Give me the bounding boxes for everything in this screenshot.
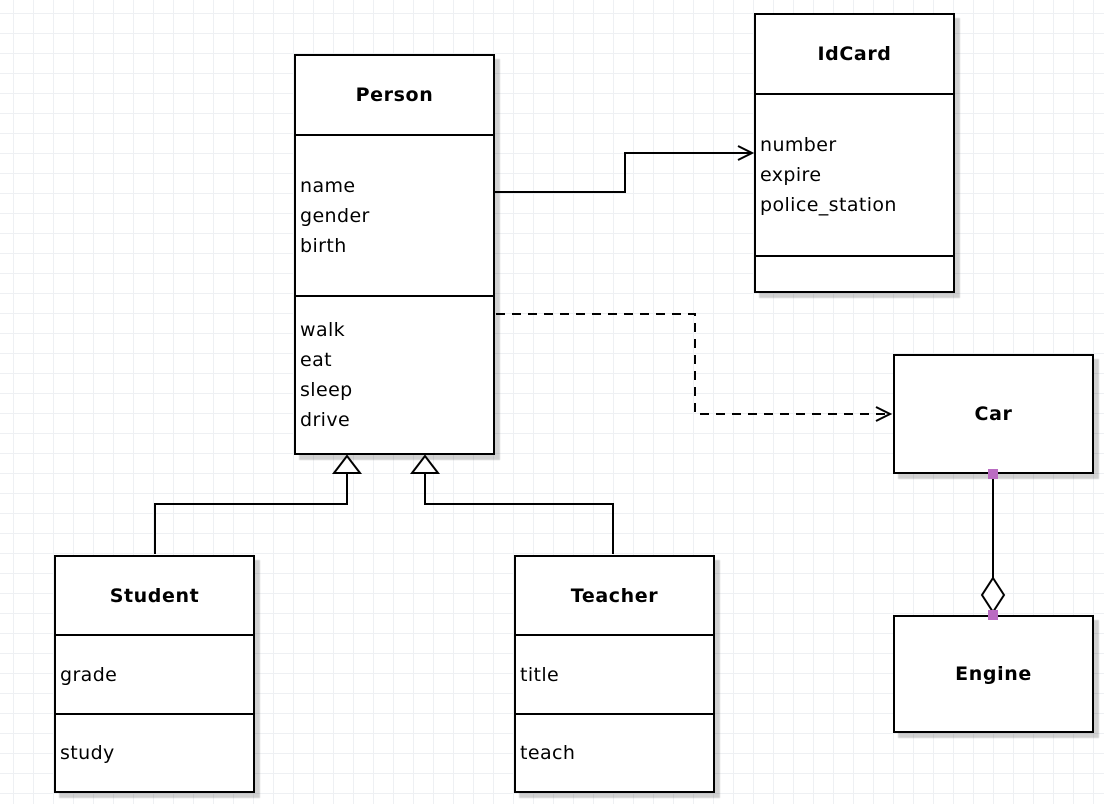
- attribute: gender: [300, 204, 370, 227]
- methods-section: teach: [516, 715, 713, 791]
- class-idcard[interactable]: IdCard number expire police_station: [754, 13, 955, 293]
- open-arrowhead-icon: [737, 145, 755, 161]
- edge-association-person-idcard[interactable]: [495, 145, 755, 193]
- class-engine[interactable]: Engine: [893, 615, 1094, 733]
- class-person[interactable]: Person name gender birth walk eat sleep …: [294, 54, 495, 455]
- class-car[interactable]: Car: [893, 354, 1094, 474]
- edge-line[interactable]: [496, 313, 889, 415]
- edge-generalization-student-person[interactable]: [154, 454, 363, 554]
- attribute: name: [300, 174, 356, 197]
- attribute: birth: [300, 234, 347, 257]
- methods-section: study: [56, 715, 253, 791]
- open-arrowhead-icon: [875, 406, 893, 422]
- attribute: title: [520, 663, 560, 686]
- method: eat: [300, 349, 332, 371]
- hollow-diamond-icon: [980, 576, 1006, 614]
- hollow-triangle-icon: [409, 454, 441, 474]
- edge-line[interactable]: [495, 152, 751, 193]
- attribute: grade: [60, 663, 118, 686]
- class-teacher[interactable]: Teacher title teach: [514, 555, 715, 793]
- methods-section: [756, 257, 953, 291]
- methods-section: walk eat sleep drive: [296, 297, 493, 453]
- class-title: Teacher: [516, 557, 713, 636]
- method: study: [60, 742, 115, 764]
- attributes-section: grade: [56, 636, 253, 715]
- method: teach: [520, 742, 576, 764]
- edge-dependency-person-car[interactable]: [496, 313, 893, 422]
- attribute: police_station: [760, 194, 897, 216]
- edge-aggregation-car-engine[interactable]: [980, 469, 1006, 620]
- edge-line[interactable]: [154, 472, 348, 554]
- attribute: expire: [760, 164, 822, 186]
- method: sleep: [300, 379, 353, 401]
- method: walk: [300, 319, 346, 341]
- hollow-triangle-icon: [331, 454, 363, 474]
- class-title: IdCard: [756, 15, 953, 95]
- attributes-section: number expire police_station: [756, 95, 953, 257]
- method: drive: [300, 409, 351, 431]
- class-title: Person: [296, 56, 493, 136]
- class-title: Car: [974, 403, 1013, 425]
- class-student[interactable]: Student grade study: [54, 555, 255, 793]
- attribute: number: [760, 134, 837, 156]
- class-title: Engine: [955, 663, 1032, 685]
- class-title: Student: [56, 557, 253, 636]
- attributes-section: title: [516, 636, 713, 715]
- edge-generalization-teacher-person[interactable]: [409, 454, 614, 554]
- edge-line[interactable]: [424, 472, 614, 554]
- attributes-section: name gender birth: [296, 136, 493, 297]
